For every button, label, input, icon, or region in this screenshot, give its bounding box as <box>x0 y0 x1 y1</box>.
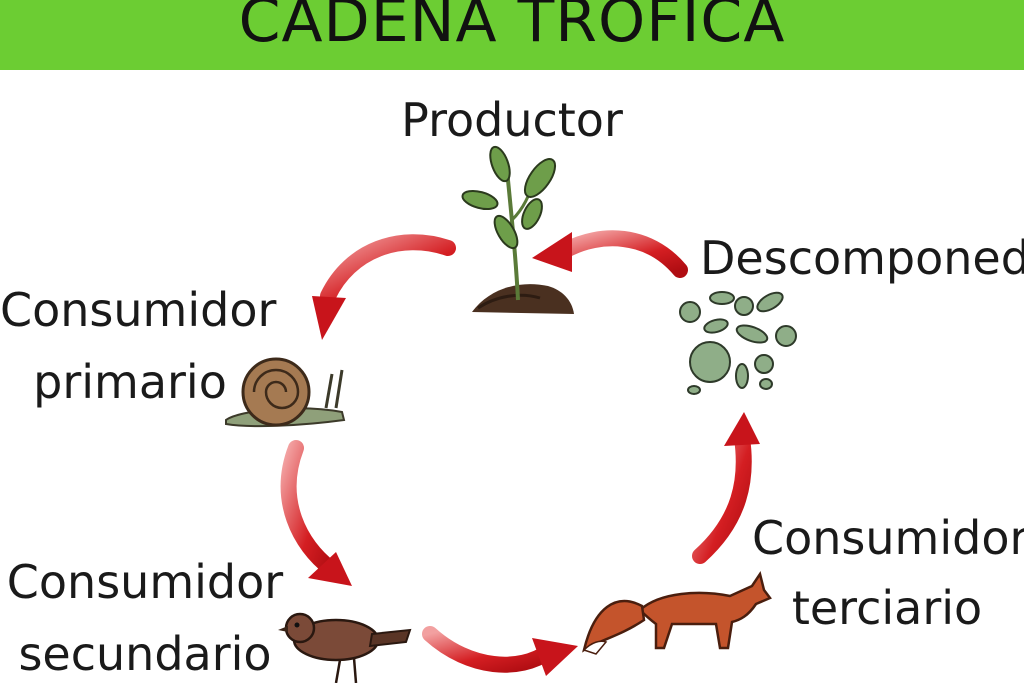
plant-icon <box>461 145 574 314</box>
bacteria-icon <box>679 291 797 395</box>
label-secondary-consumer: Consumidor secundario <box>0 556 290 680</box>
label-primary-consumer: Consumidor primario <box>0 283 277 409</box>
label-tertiary-line2: terciario <box>791 581 983 635</box>
bird-icon <box>278 612 412 683</box>
label-secondary-line1: Consumidor <box>6 555 284 609</box>
label-producer: Productor <box>0 94 1024 146</box>
arrow-primary-to-secondary <box>280 440 352 586</box>
label-tertiary-line1: Consumidor <box>752 511 1024 565</box>
label-primary-line1: Consumidor <box>0 283 277 337</box>
fox-icon <box>582 570 772 655</box>
title-banner: CADENA TROFICA <box>0 0 1024 70</box>
diagram-title: CADENA TROFICA <box>238 0 786 56</box>
arrow-producer-to-primary <box>312 234 456 340</box>
label-producer-line1: Productor <box>401 93 623 147</box>
arrow-decomposer-to-producer <box>532 230 688 278</box>
label-primary-line2: primario <box>33 355 227 409</box>
label-tertiary-consumer: Consumidor terciario <box>752 511 1024 635</box>
label-decomposer-line1: Descomponedores <box>700 232 1024 284</box>
arrow-tertiary-to-decomposer <box>692 412 760 564</box>
label-decomposer: Descomponedores <box>700 232 1024 284</box>
label-secondary-line2: secundario <box>18 627 272 681</box>
snail-icon <box>225 357 346 428</box>
arrow-secondary-to-tertiary <box>422 626 578 676</box>
